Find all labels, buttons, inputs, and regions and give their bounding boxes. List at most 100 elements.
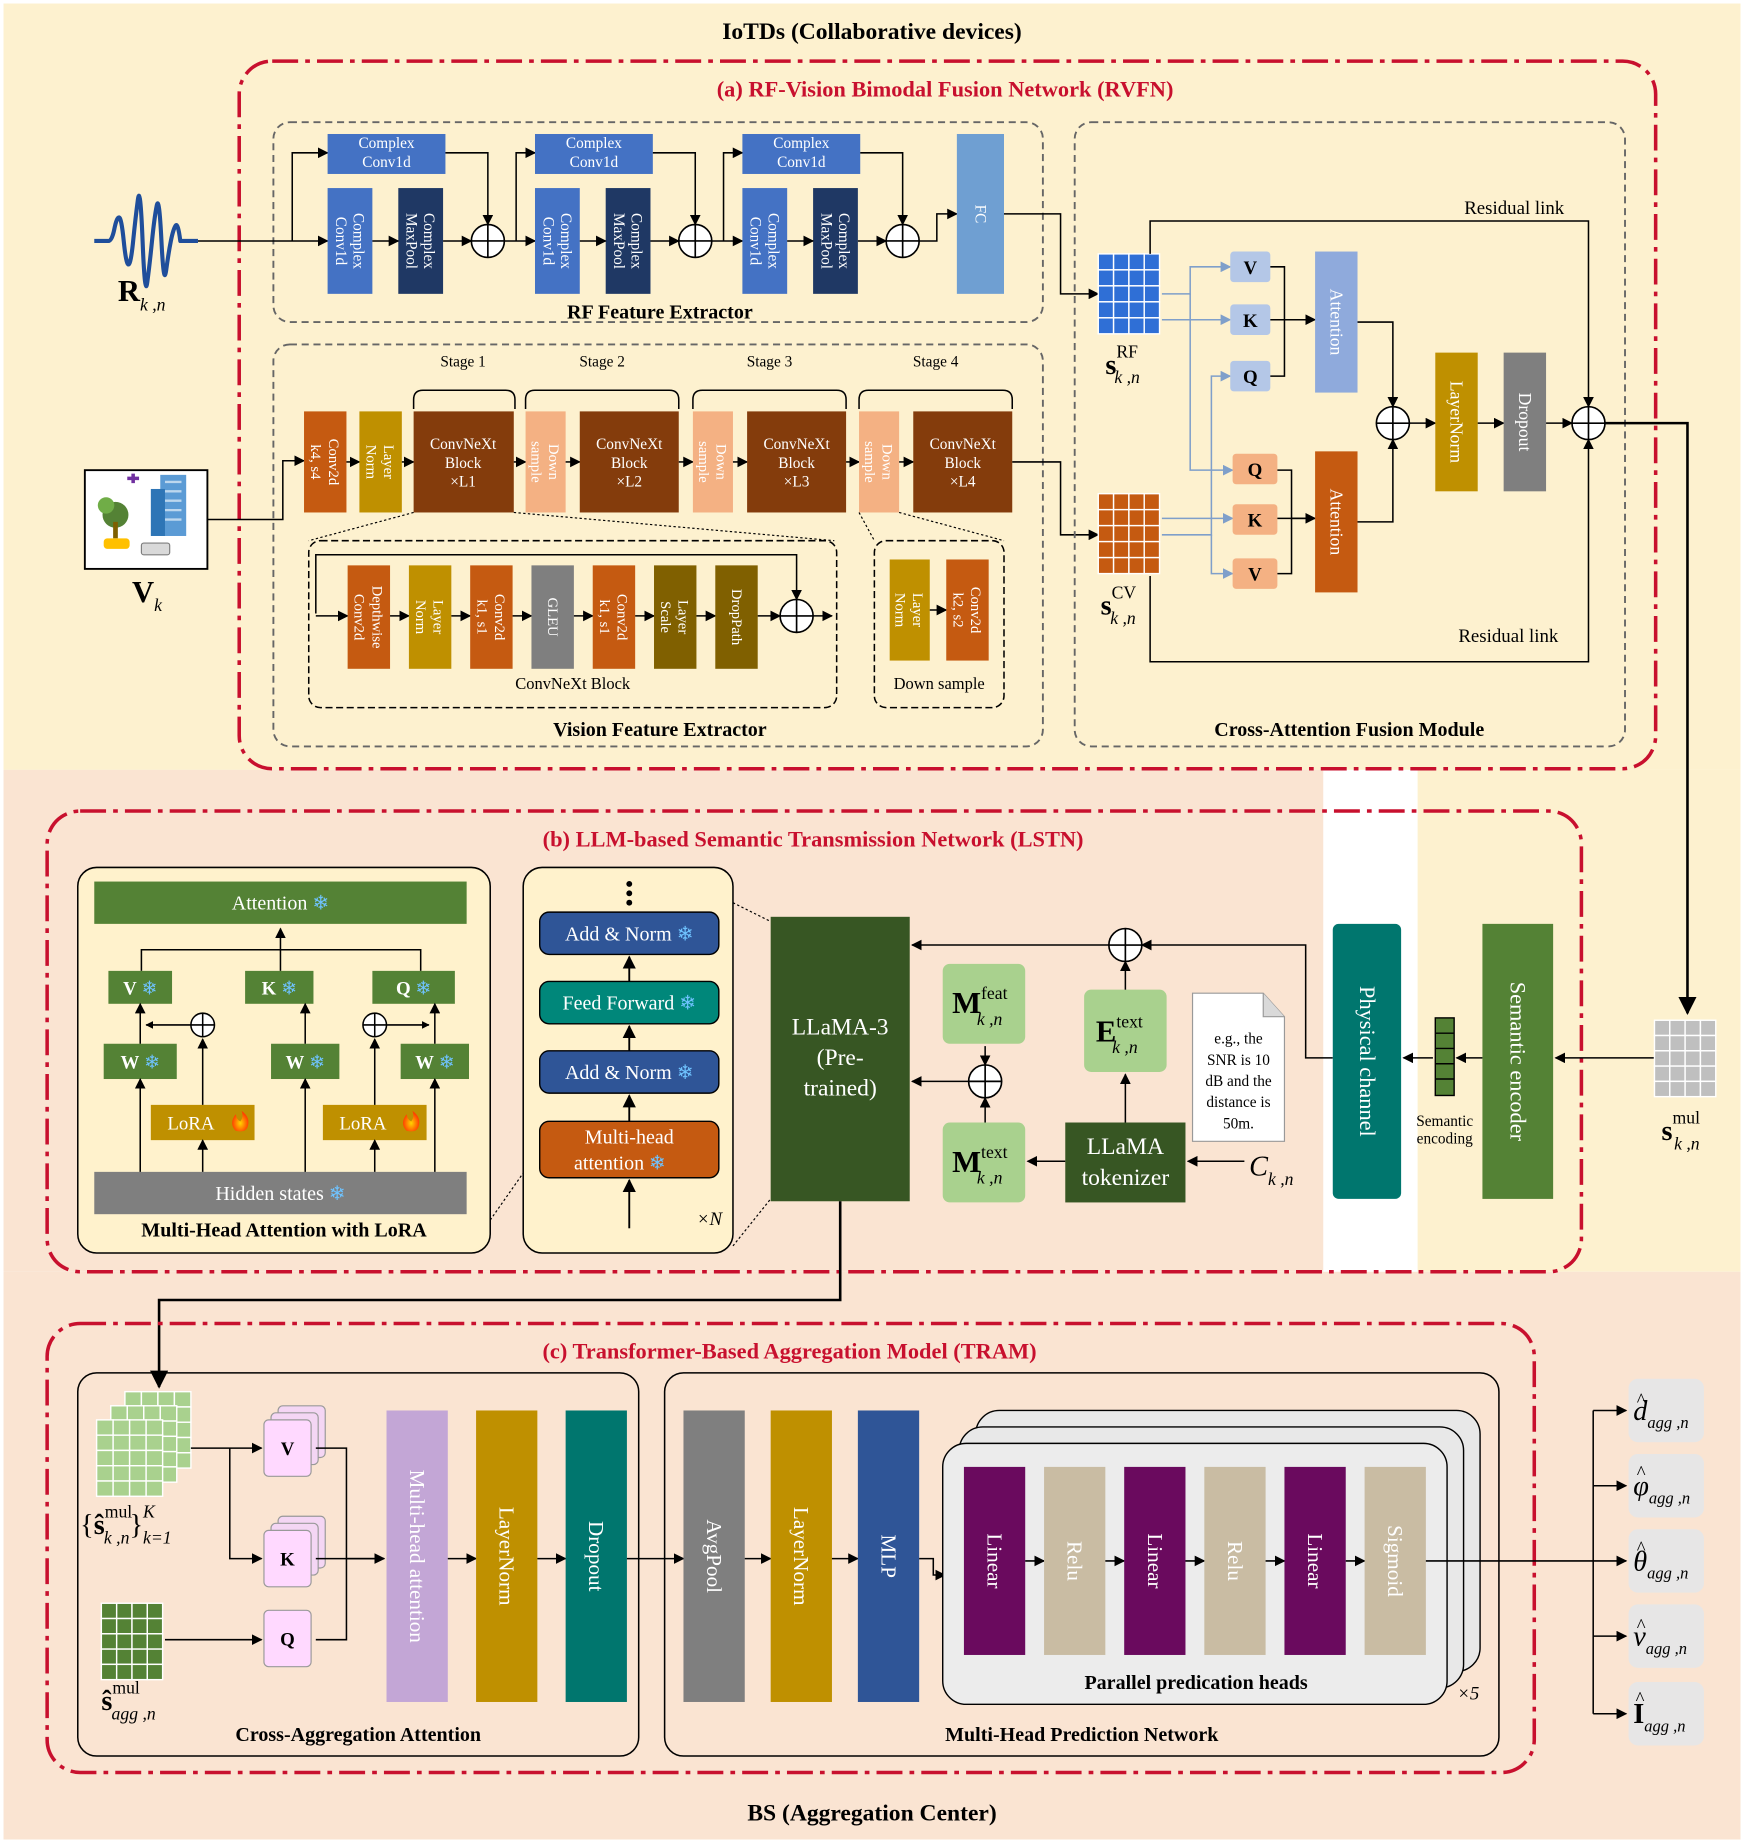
- grid-cell: [1128, 253, 1145, 271]
- grid-cell: [112, 1434, 131, 1452]
- tram-title: (c) Transformer-Based Aggregation Model …: [542, 1339, 1036, 1364]
- vision-extractor-title: Vision Feature Extractor: [553, 719, 767, 741]
- svg-text:Linear: Linear: [1303, 1533, 1327, 1588]
- downsample-2: [692, 411, 733, 513]
- grid-cell: [1097, 301, 1115, 319]
- rf-extractor-title: RF Feature Extractor: [567, 302, 753, 324]
- svg-text:LayerNorm: LayerNorm: [495, 1507, 519, 1606]
- grid-cell: [1143, 556, 1161, 575]
- head-linear-3: [1284, 1466, 1346, 1655]
- grid-cell: [95, 1434, 114, 1452]
- grid-cell: [100, 1617, 118, 1635]
- mha-lora-title: Multi-Head Attention with LoRA: [141, 1220, 427, 1242]
- grid-cell: [1143, 317, 1161, 335]
- rf-add-2: [677, 223, 713, 259]
- svg-text:Conv2dk4, s4: Conv2dk4, s4: [307, 439, 341, 486]
- svg-text:Iagg ,n: Iagg ,n: [1633, 1699, 1685, 1735]
- svg-text:Conv2dk1, s1: Conv2dk1, s1: [596, 594, 630, 641]
- grid-cell: [1097, 317, 1115, 335]
- cafm-q-rf: [1230, 360, 1271, 392]
- grid-cell: [131, 1617, 149, 1635]
- cross-aggregation-title: Cross-Aggregation Attention: [235, 1724, 481, 1746]
- svg-text:ComplexConv1d: ComplexConv1d: [539, 213, 574, 269]
- grid-cell: [1684, 1050, 1702, 1067]
- svg-text:Feed Forward ❄: Feed Forward ❄: [562, 993, 696, 1015]
- cafm-attention-rf: [1315, 251, 1358, 393]
- stage-3-label: Stage 3: [747, 354, 793, 371]
- c-kn-label: Ck ,n: [1249, 1151, 1294, 1188]
- cafm-layernorm: [1435, 352, 1478, 492]
- grid-cell: [1653, 1034, 1671, 1052]
- fire-icon: [403, 1110, 420, 1132]
- svg-text:LayerNorm: LayerNorm: [412, 600, 446, 635]
- svg-text:W ❄: W ❄: [415, 1052, 454, 1073]
- fusion-add: [1108, 927, 1143, 963]
- semantic-encoding-icon: [1434, 1017, 1455, 1097]
- grid-cell: [128, 1449, 147, 1467]
- convnext-block-2: [579, 411, 679, 513]
- lora-q: [372, 970, 455, 1004]
- grid-cell: [145, 1419, 164, 1436]
- grid-cell: [1143, 492, 1161, 511]
- grid-cell: [145, 1480, 164, 1497]
- grid-cell: [95, 1465, 114, 1482]
- grid-cell: [112, 1449, 131, 1467]
- grid-cell: [112, 1419, 131, 1436]
- svg-text:LayerNorm: LayerNorm: [362, 445, 396, 480]
- svg-text:Q: Q: [1243, 367, 1258, 388]
- grid-cell: [1669, 1065, 1686, 1083]
- s-mul-grid: [1653, 1019, 1717, 1098]
- residual-link-bottom: Residual link: [1458, 626, 1559, 647]
- output-distance: [1628, 1378, 1704, 1443]
- tram-q: [263, 1609, 312, 1668]
- tram-dropout: [565, 1410, 627, 1702]
- grid-cell: [157, 1390, 176, 1408]
- cnb-add: [779, 598, 814, 634]
- tram-avgpool: [683, 1410, 745, 1702]
- grid-cell: [131, 1633, 149, 1650]
- grid-cell: [110, 1405, 128, 1422]
- grid-cell: [128, 1465, 147, 1482]
- rf-input-label: Rk ,n: [118, 274, 166, 314]
- grid-cell: [1112, 540, 1130, 559]
- lora-w-1: [103, 1043, 177, 1080]
- svg-text:K: K: [1243, 311, 1258, 332]
- iotd-title: IoTDs (Collaborative devices): [722, 19, 1022, 45]
- grid-cell: [1112, 317, 1130, 335]
- downsample-3: [859, 411, 900, 513]
- ds-layernorm: [889, 559, 930, 661]
- svg-text:Sigmoid: Sigmoid: [1383, 1525, 1407, 1597]
- tram-k-stack: [263, 1515, 326, 1588]
- grid-cell: [1128, 269, 1145, 287]
- svg-text:Q: Q: [1248, 460, 1263, 481]
- grid-cell: [1112, 492, 1130, 511]
- grid-cell: [1112, 269, 1130, 287]
- grid-cell: [173, 1390, 192, 1408]
- tram-layernorm-1: [476, 1410, 538, 1702]
- cnb-conv2d-2: [592, 565, 636, 669]
- grid-cell: [1653, 1080, 1671, 1098]
- svg-text:vagg ,n: vagg ,n: [1633, 1622, 1687, 1658]
- cnb-depthwise-conv2d: [347, 565, 391, 669]
- semantic-encoder: [1482, 923, 1554, 1199]
- cafm-k-rf: [1230, 304, 1271, 335]
- grid-cell: [115, 1648, 133, 1666]
- tram-multihead-attention: [386, 1410, 448, 1702]
- svg-text:LayerScale: LayerScale: [657, 600, 691, 634]
- grid-cell: [1699, 1034, 1717, 1052]
- grid-cell: [100, 1648, 118, 1666]
- rf-extractor-box: [272, 121, 1044, 323]
- rf-add-1: [470, 223, 506, 259]
- grid-cell: [146, 1602, 164, 1620]
- cafm-v-cv: [1232, 558, 1278, 589]
- m-feat: [942, 963, 1026, 1044]
- lora-hidden-states: [94, 1171, 467, 1215]
- grid-cell: [100, 1633, 118, 1650]
- svg-text:Conv2dk2, s2: Conv2dk2, s2: [949, 587, 983, 634]
- grid-cell: [1128, 285, 1145, 303]
- grid-cell: [131, 1648, 149, 1666]
- rf-signal-icon: [94, 193, 198, 289]
